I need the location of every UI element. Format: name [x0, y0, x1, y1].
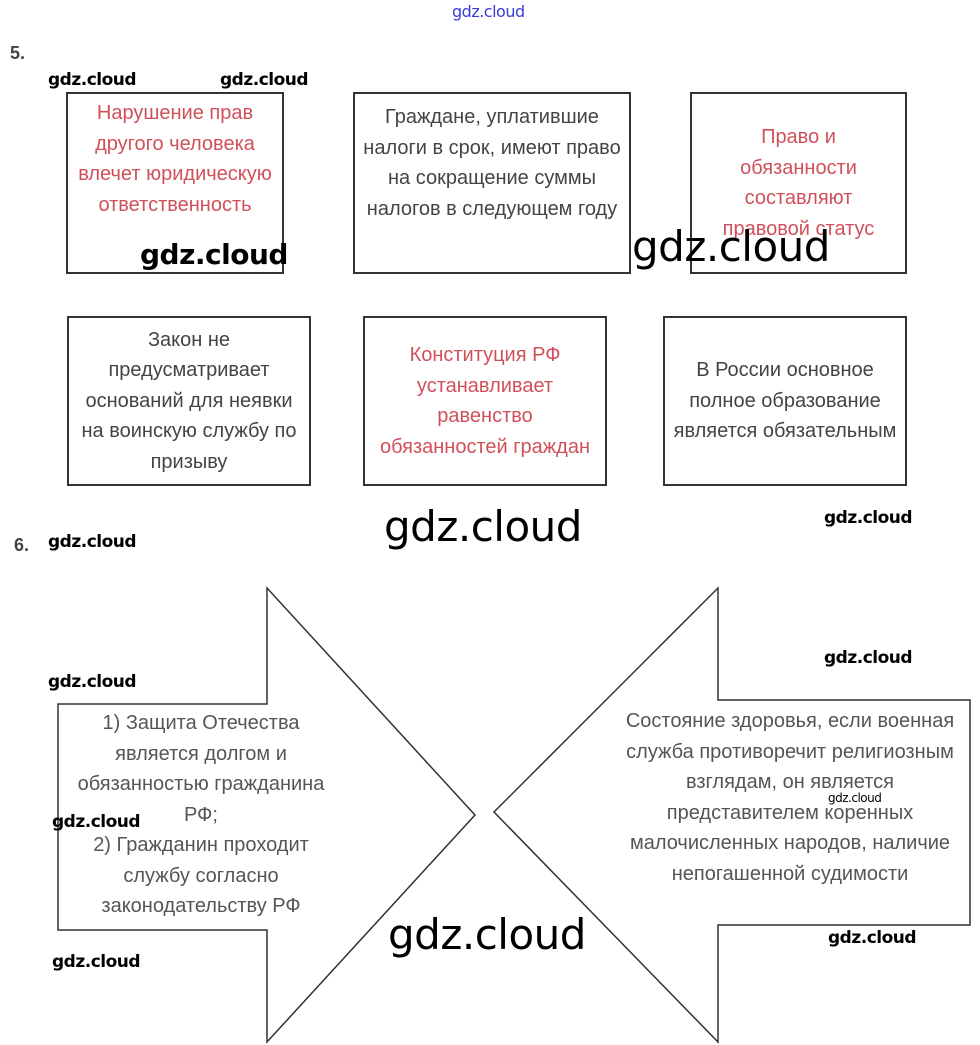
watermark: gdz.cloud — [52, 812, 141, 832]
watermark: gdz.cloud — [384, 502, 582, 551]
watermark: gdz.cloud — [52, 952, 141, 972]
task-5-number: 5. — [10, 43, 26, 63]
left-arrow-shape — [57, 586, 477, 1044]
statement-box-3: Право и обязанности составляют правовой … — [690, 92, 907, 274]
statement-box-1: Нарушение прав другого человека влечет ю… — [66, 92, 284, 274]
watermark: gdz.cloud — [824, 508, 913, 528]
watermark: gdz.cloud — [48, 532, 137, 552]
watermark: gdz.cloud — [632, 222, 830, 271]
statement-box-6: В России основное полное образование явл… — [663, 316, 907, 486]
watermark: gdz.cloud — [48, 672, 137, 692]
right-arrow-shape — [492, 586, 971, 1044]
statement-box-5: Конституция РФ устанавливает равенство о… — [363, 316, 607, 486]
right-arrow-text: Состояние здоровья, если военная служба … — [625, 710, 955, 885]
task-6-number: 6. — [14, 535, 30, 555]
watermark: gdz.cloud — [140, 238, 288, 271]
watermark: gdz.cloud — [828, 928, 917, 948]
watermark: gdz.cloud — [388, 910, 586, 959]
header-watermark: gdz.cloud — [452, 2, 525, 21]
watermark: gdz.cloud — [828, 791, 882, 805]
statement-box-2: Граждане, уплатившие налоги в срок, имею… — [353, 92, 631, 274]
watermark: gdz.cloud — [48, 70, 137, 90]
statement-box-4: Закон не предусматривает оснований для н… — [67, 316, 311, 486]
watermark: gdz.cloud — [824, 648, 913, 668]
watermark: gdz.cloud — [220, 70, 309, 90]
left-arrow-text: 1) Защита Отечества является долгом и об… — [77, 712, 325, 917]
